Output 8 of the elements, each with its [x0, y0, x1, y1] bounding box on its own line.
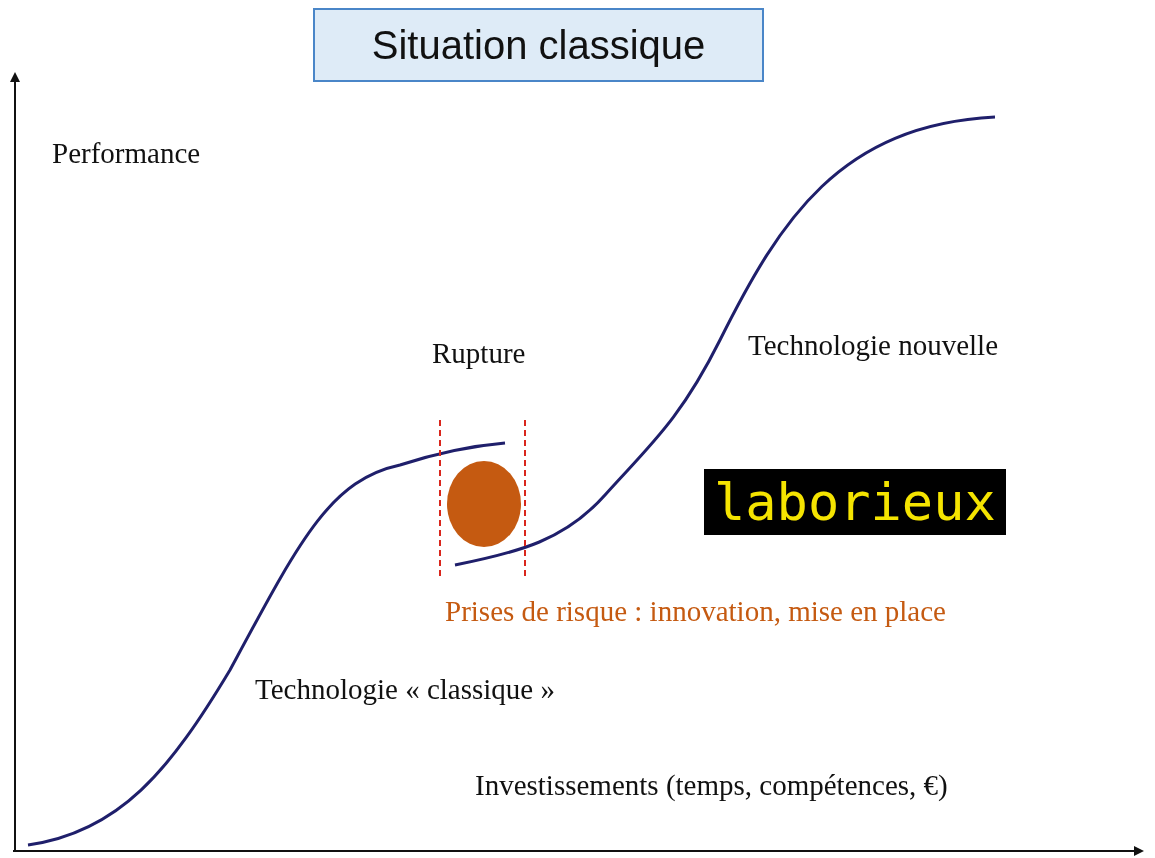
title-box: Situation classique — [313, 8, 764, 82]
annotation-text: Prises de risque : innovation, mise en place — [445, 594, 946, 629]
curve-label: Rupture — [432, 336, 526, 371]
curve-label: Technologie nouvelle — [748, 328, 999, 363]
highlight-label: laborieux — [704, 469, 1006, 536]
axis-label: Investissements (temps, compétences, €) — [475, 768, 948, 803]
axis-label: Performance — [52, 136, 201, 171]
curve-label: Technologie « classique » — [255, 672, 555, 707]
